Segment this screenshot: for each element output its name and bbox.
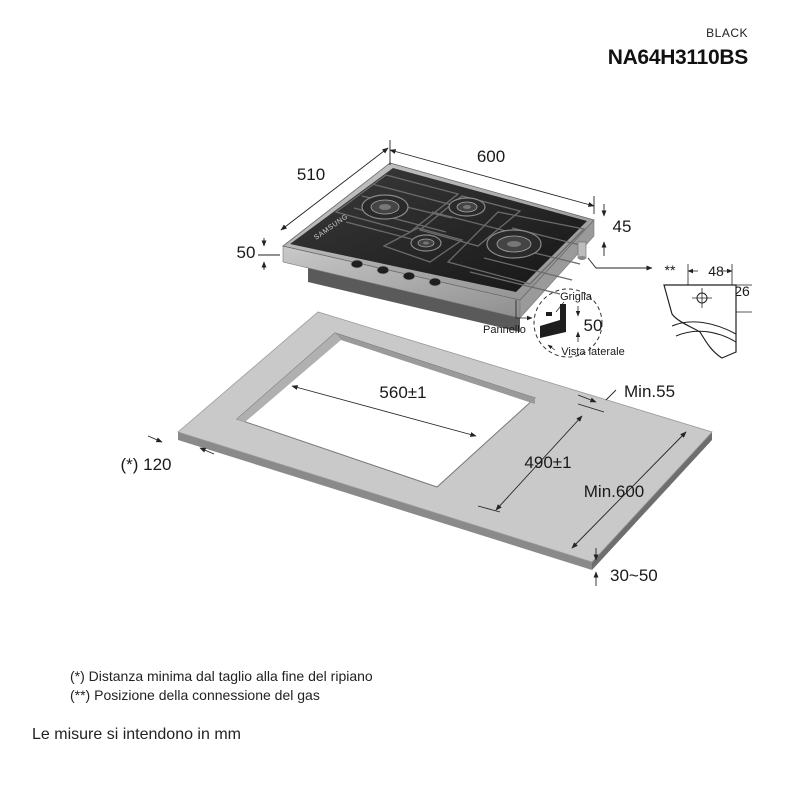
gas-height-dimension: 26 xyxy=(734,283,750,299)
burner-large-right xyxy=(486,229,542,259)
footnote-1: (*) Distanza minima dal taglio alla fine… xyxy=(70,668,373,684)
hob-illustration: SAMSUNG xyxy=(282,162,595,332)
cutout-back-wall xyxy=(335,333,535,404)
front-clearance-dimension: (*) 120 xyxy=(120,455,171,474)
worktop-front-edge xyxy=(178,432,592,570)
back-height-dimension: 45 xyxy=(613,217,632,236)
gas-detail: ** 48 26 xyxy=(587,257,752,359)
hob-dimension-lines xyxy=(258,140,607,270)
footnotes: (*) Distanza minima dal taglio alla fine… xyxy=(70,667,373,705)
burner-small-front xyxy=(410,234,442,252)
burner-medium-back xyxy=(448,197,486,217)
cutout-width-dimension: 560±1 xyxy=(379,383,426,402)
color-label: BLACK xyxy=(706,26,748,40)
units-note: Le misure si intendono in mm xyxy=(32,726,241,743)
worktop-thickness-dimension: 30~50 xyxy=(610,566,658,585)
grid-label: Griglia xyxy=(560,291,593,303)
section-height-dimension: 50 xyxy=(584,316,603,335)
knob-2 xyxy=(376,265,390,275)
cutout-side-wall xyxy=(237,333,341,422)
width-dimension: 600 xyxy=(477,147,505,166)
gas-offset-dimension: 48 xyxy=(708,263,724,279)
panel-label: Pannello xyxy=(483,324,526,336)
cutout-depth-dimension: 490±1 xyxy=(524,453,571,472)
knob-1 xyxy=(350,259,364,269)
min-back-clearance: Min.55 xyxy=(624,382,675,401)
depth-dimension: 510 xyxy=(297,165,325,184)
worktop-dimension-lines xyxy=(147,385,687,586)
gas-connection xyxy=(577,241,587,260)
model-number: NA64H3110BS xyxy=(607,46,749,69)
knob-4 xyxy=(428,277,442,287)
front-height-dimension: 50 xyxy=(237,243,256,262)
side-view-detail: 50 Griglia Pannello Vista laterale xyxy=(483,288,625,358)
hob-underbody xyxy=(308,268,520,332)
knob-3 xyxy=(402,271,416,281)
side-view-label: Vista laterale xyxy=(561,346,624,358)
burner-large-left xyxy=(361,194,409,220)
control-knobs xyxy=(350,259,442,287)
min-depth-dimension: Min.600 xyxy=(584,482,644,501)
worktop-illustration xyxy=(177,311,713,570)
footnote-2: (**) Posizione della connessione del gas xyxy=(70,687,320,703)
gas-marker: ** xyxy=(665,262,676,278)
